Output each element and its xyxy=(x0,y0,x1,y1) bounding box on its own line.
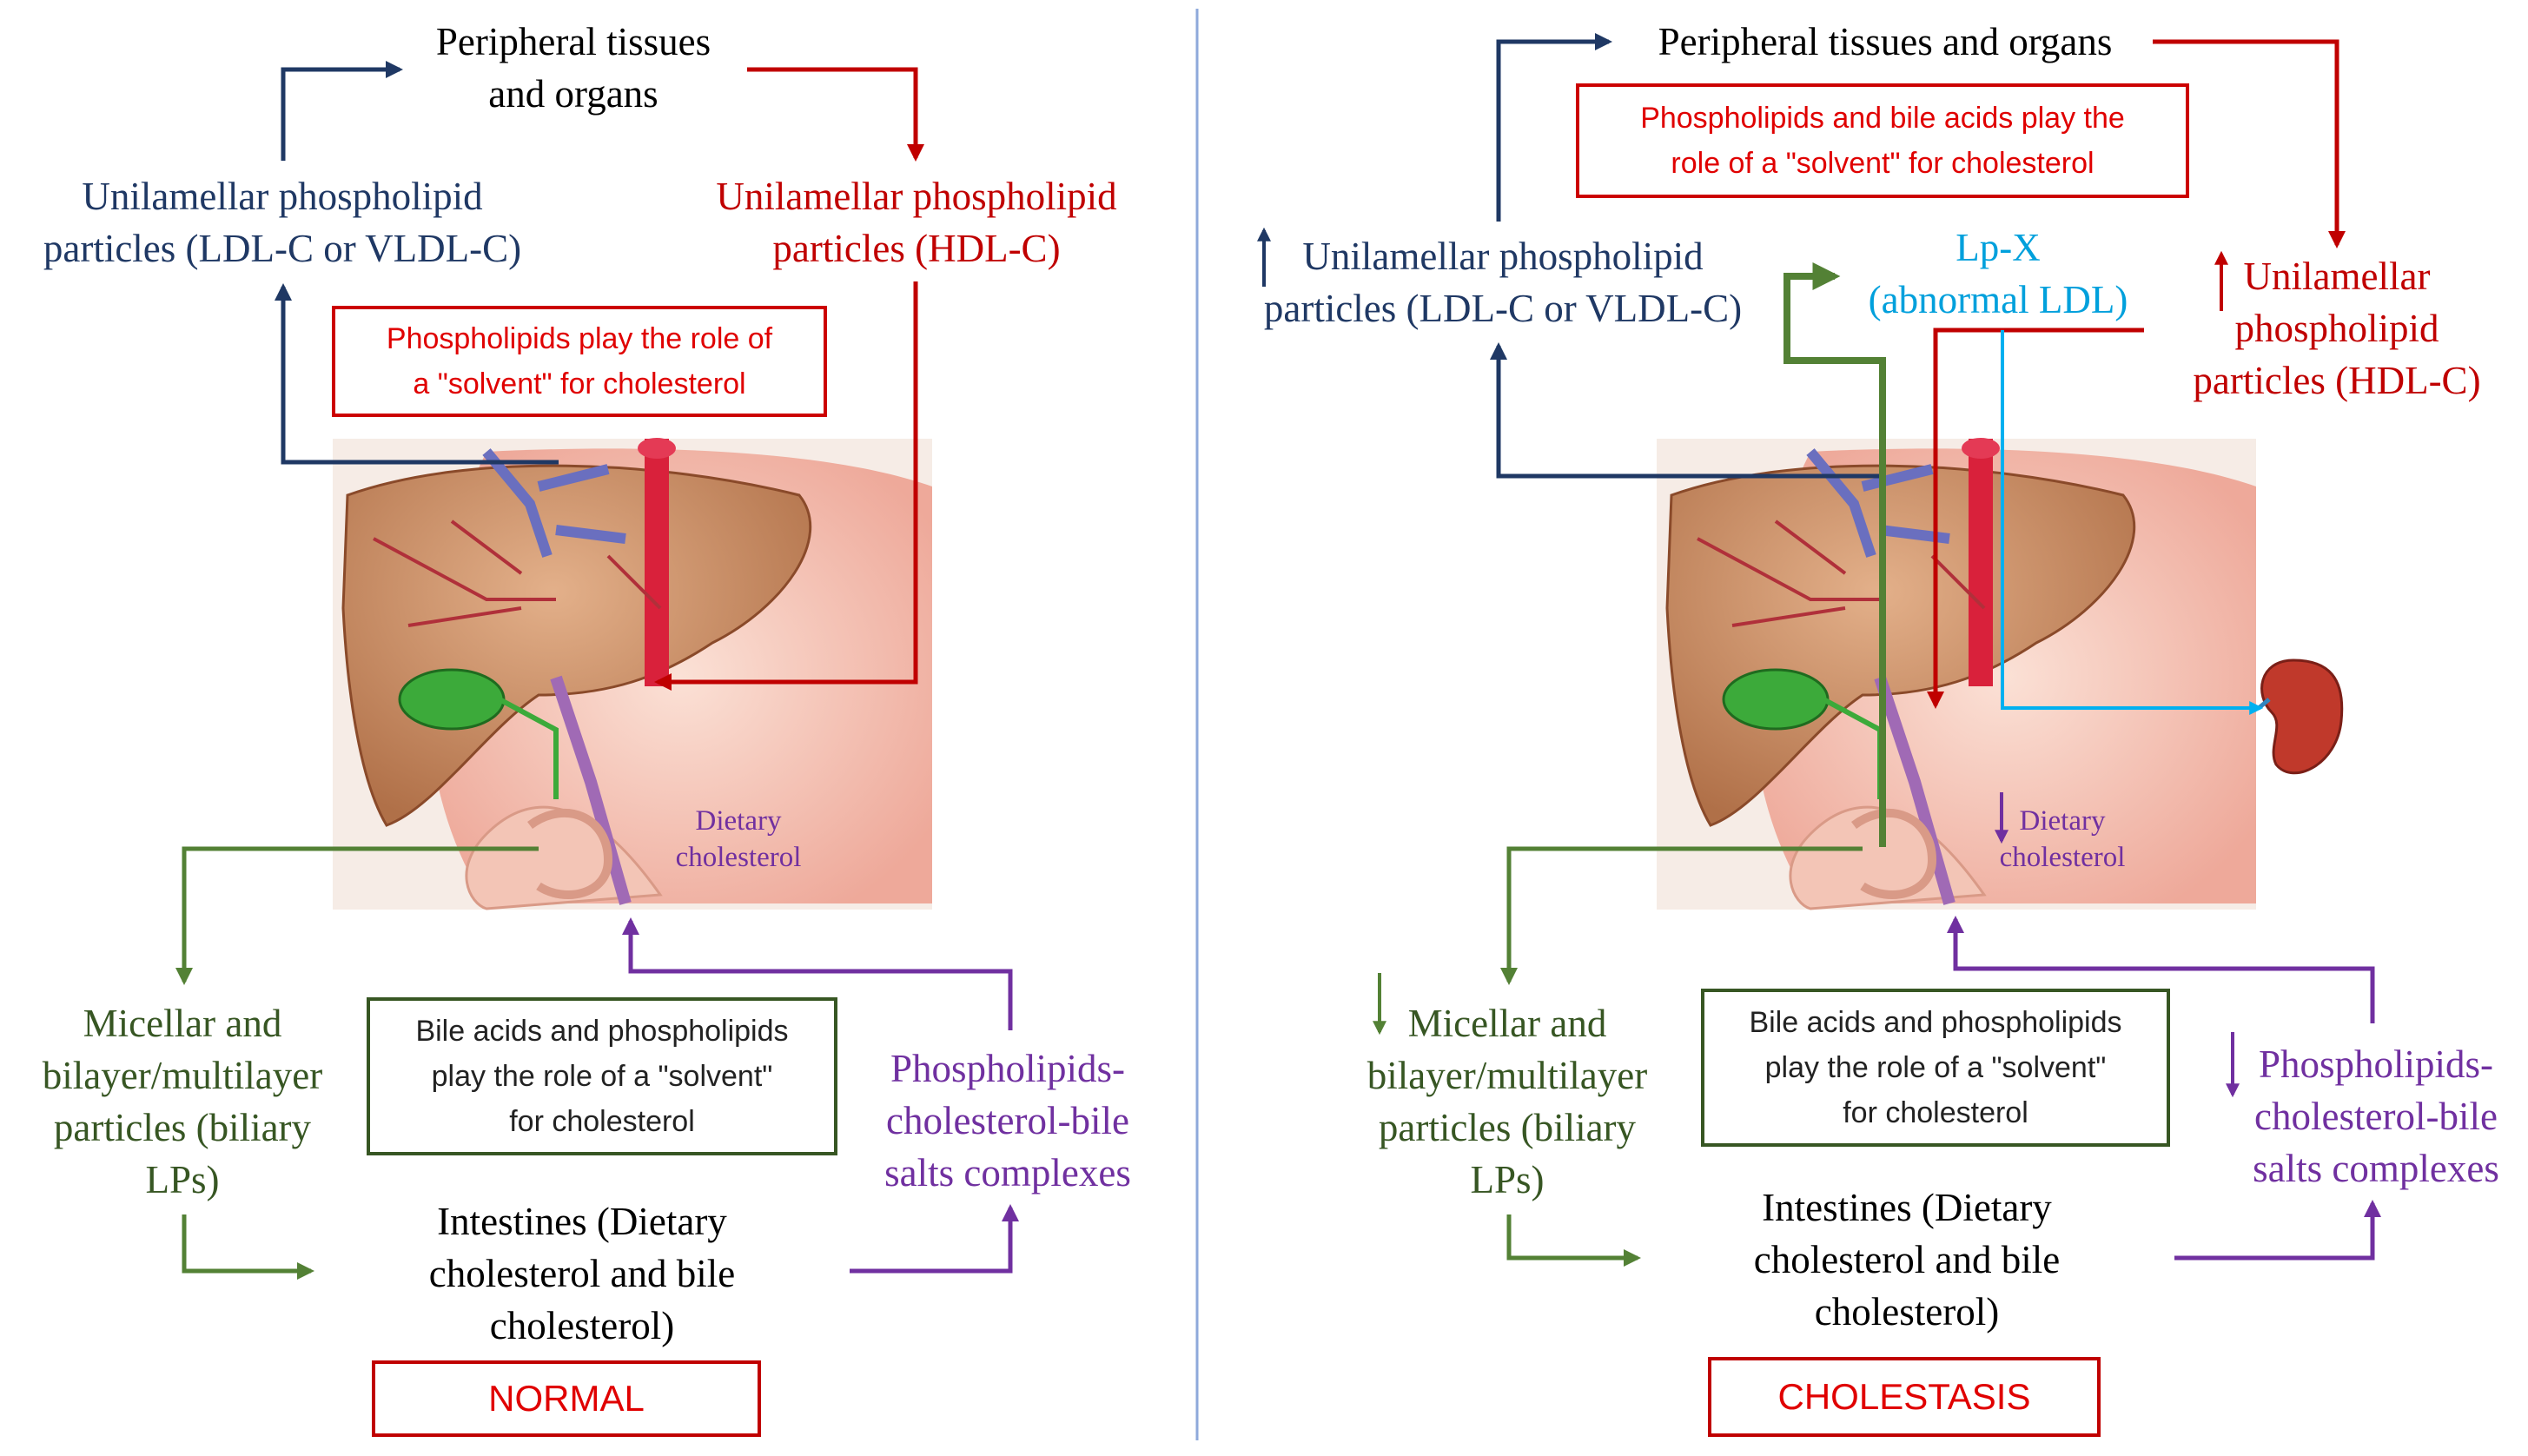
arrow-micellar-to-intestines xyxy=(182,1214,314,1280)
label-peripheral-tissues: Peripheral tissues and organs xyxy=(435,20,711,116)
label-dietary-cholesterol: Dietary cholesterol xyxy=(675,805,802,873)
solvent-note-box-c: Phospholipids and bile acids play the ro… xyxy=(1576,83,2189,198)
label-intestines: Intestines (Dietary cholesterol and bile… xyxy=(428,1200,736,1347)
arrow-ldl-to-peripheral-c xyxy=(1496,33,1612,222)
label-complexes: Phospholipids- cholesterol-bile salts co… xyxy=(884,1047,1131,1195)
arrow-liver-to-ldl xyxy=(275,283,559,465)
arrow-hdl-to-liver-c xyxy=(1927,328,2144,709)
label-dietary-cholesterol-c: Dietary cholesterol xyxy=(1999,805,2126,873)
label-hdl-particles: Unilamellar phospholipid particles (HDL-… xyxy=(716,175,1117,270)
normal-title-box: NORMAL xyxy=(372,1360,761,1437)
arrow-intestines-to-complexes xyxy=(850,1204,1019,1274)
arrow-liver-to-ldl-c xyxy=(1490,342,1883,479)
arrow-micellar-to-intestines-c xyxy=(1506,1214,1641,1267)
liver-illustration-normal xyxy=(333,438,932,910)
bile-solvent-box-c: Bile acids and phospholipids play the ro… xyxy=(1701,989,2170,1147)
label-lp-x: Lp-X (abnormal LDL) xyxy=(1868,226,2128,321)
arrow-complexes-to-liver xyxy=(622,917,1013,1030)
arrow-liver-to-micellar xyxy=(175,846,539,985)
kidney-icon xyxy=(2257,659,2344,775)
arrow-intestines-to-complexes-c xyxy=(2174,1200,2381,1261)
bile-solvent-box: Bile acids and phospholipids play the ro… xyxy=(367,997,837,1155)
label-peripheral-tissues-c: Peripheral tissues and organs xyxy=(1658,20,2113,63)
arrow-hdl-to-liver xyxy=(654,281,918,691)
arrow-liver-to-micellar-c xyxy=(1500,846,1863,985)
label-intestines-c: Intestines (Dietary cholesterol and bile… xyxy=(1753,1186,2061,1334)
arrow-lpx-to-kidney xyxy=(2001,330,2264,715)
label-micellar-c: Micellar and bilayer/multilayer particle… xyxy=(1367,1002,1648,1201)
solvent-note-box: Phospholipids play the role of a "solven… xyxy=(332,306,827,417)
label-ldl-particles: Unilamellar phospholipid particles (LDL-… xyxy=(43,175,522,270)
label-ldl-particles-c: Unilamellar phospholipid particles (LDL-… xyxy=(1263,235,1743,330)
arrow-complexes-to-liver-c xyxy=(1947,916,2375,1023)
arrow-peripheral-to-hdl-c xyxy=(2153,39,2346,248)
arrow-ldl-to-peripheral xyxy=(281,61,403,161)
label-complexes-c: Phospholipids- cholesterol-bile salts co… xyxy=(2253,1042,2499,1190)
arrow-liver-to-lpx xyxy=(1783,262,1886,847)
liver-illustration-cholestasis xyxy=(1657,438,2256,910)
cholestasis-title-box: CHOLESTASIS xyxy=(1708,1357,2101,1437)
arrow-peripheral-to-hdl xyxy=(747,67,924,162)
label-micellar: Micellar and bilayer/multilayer particle… xyxy=(42,1002,323,1201)
label-hdl-particles-c: Unilamellar phospholipid particles (HDL-… xyxy=(2193,255,2481,402)
